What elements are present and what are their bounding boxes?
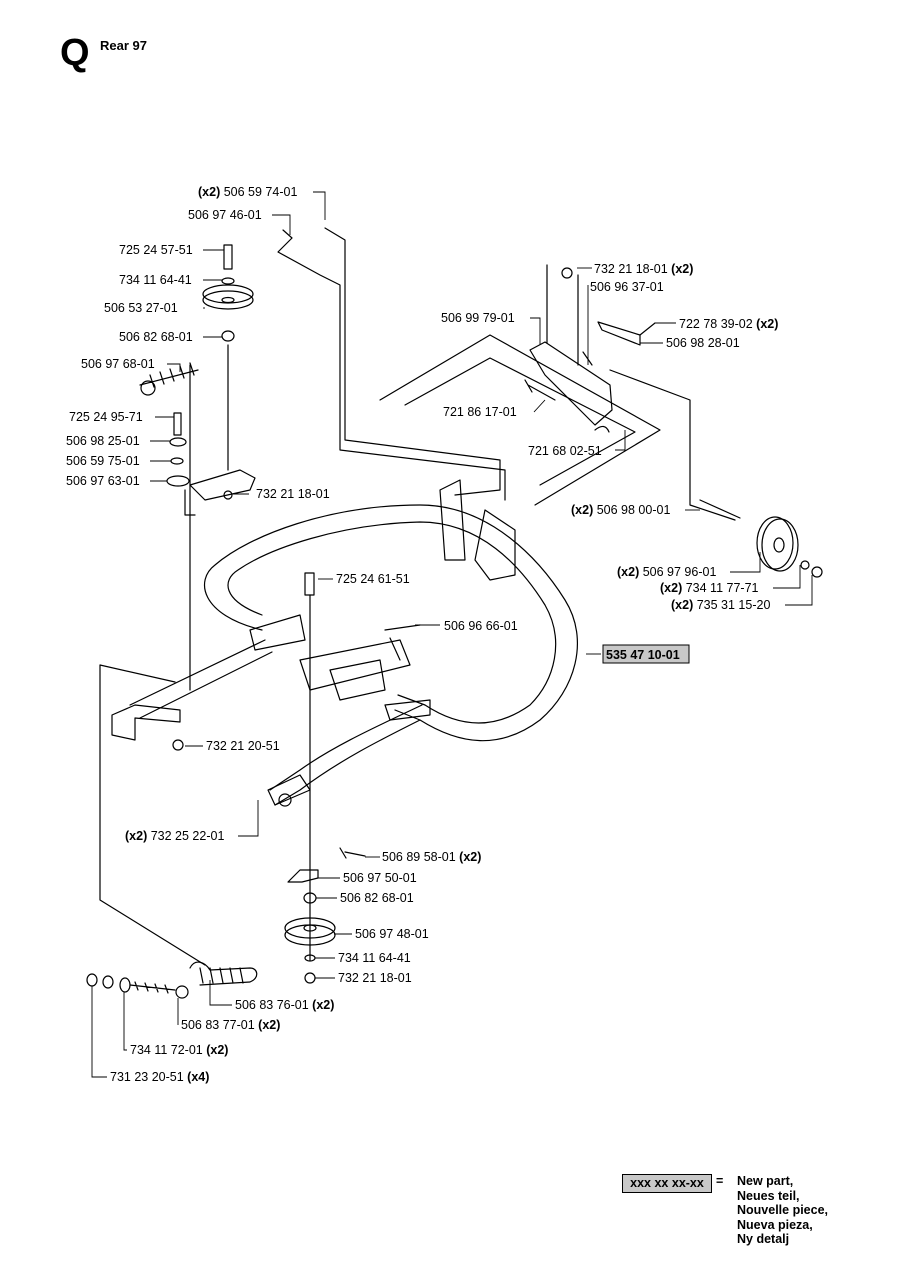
part-label: 721 68 02-51: [528, 444, 602, 458]
part-label: 725 24 61-51: [336, 572, 410, 586]
part-label: 506 96 66-01: [444, 619, 518, 633]
part-label: 732 21 18-01: [256, 487, 330, 501]
part-label: 506 83 76-01 (x2): [235, 998, 334, 1012]
bracket-lower: [287, 869, 319, 883]
part-label: (x2) 506 97 96-01: [617, 565, 716, 579]
bolt-mid: [173, 412, 182, 436]
legend-line: Nueva pieza,: [737, 1217, 813, 1232]
part-label: 506 99 79-01: [441, 311, 515, 325]
bottom-spring: [189, 961, 258, 986]
nut-mid: [223, 490, 233, 500]
part-label: 506 97 46-01: [188, 208, 262, 222]
pin: [524, 379, 556, 401]
nut-bracket: [561, 267, 573, 279]
frame-upright: [439, 479, 516, 581]
part-label: (x2) 732 25 22-01: [125, 829, 224, 843]
part-label: 506 97 68-01: [81, 357, 155, 371]
washer-bottom-2: [102, 975, 114, 989]
legend-line: Ny detalj: [737, 1232, 790, 1246]
part-label: 506 59 75-01: [66, 454, 140, 468]
pulley-top: [202, 284, 254, 310]
part-label: 732 21 20-51: [206, 739, 280, 753]
part-label: 506 97 50-01: [343, 871, 417, 885]
spring-eye: [140, 380, 156, 396]
spring-top: [139, 362, 199, 388]
control-rod: [324, 227, 501, 496]
wheel: [756, 516, 799, 572]
part-label: 506 82 68-01: [119, 330, 193, 344]
part-label: 725 24 57-51: [119, 243, 193, 257]
part-label: (x2) 506 98 00-01: [571, 503, 670, 517]
part-label: 506 98 25-01: [66, 434, 140, 448]
part-label: 506 97 48-01: [355, 927, 429, 941]
legend-line: Nouvelle piece,: [737, 1203, 829, 1217]
washer-mid-2: [170, 457, 184, 465]
control-rod-2: [277, 229, 506, 501]
part-label-new: 535 47 10-01: [606, 648, 680, 662]
legend-line: Neues teil,: [737, 1188, 800, 1203]
washer-mid-1: [169, 437, 187, 447]
bolt-lower: [304, 572, 315, 596]
legend-equals: =: [716, 1174, 724, 1188]
part-label: 722 78 39-02 (x2): [679, 317, 778, 331]
part-label: 506 53 27-01: [104, 301, 178, 315]
part-label: (x2) 734 11 77-71: [660, 581, 759, 595]
nut-bottom: [86, 973, 98, 987]
part-label: (x2) 506 59 74-01: [198, 185, 297, 199]
part-label: 721 86 17-01: [443, 405, 517, 419]
washer-top: [221, 277, 235, 285]
part-label: 734 11 64-41: [338, 951, 411, 965]
legend-lines: New part, Neues teil, Nouvelle piece, Nu…: [737, 1174, 828, 1247]
part-label: 732 21 18-01 (x2): [594, 262, 693, 276]
handle-frame: [129, 504, 578, 806]
wheel-washer: [800, 560, 810, 570]
washer-bottom: [119, 977, 131, 993]
part-labels: (x2) 506 59 74-01 506 97 46-01 725 24 57…: [66, 185, 778, 1084]
spacer-top: [221, 330, 235, 342]
section-letter: Q: [60, 32, 90, 74]
eyebolt: [129, 981, 176, 994]
lever: [384, 624, 421, 661]
part-label: 506 97 63-01: [66, 474, 140, 488]
legend-line: New part,: [737, 1174, 794, 1188]
plate-small: [597, 321, 641, 346]
bolt-top: [223, 244, 233, 270]
pulley-lower: [284, 917, 336, 946]
part-label: 734 11 72-01 (x2): [130, 1043, 228, 1057]
part-label: 506 98 28-01: [666, 336, 740, 350]
part-label: (x2) 735 31 15-20: [671, 598, 770, 612]
legend-swatch: xxx xx xx-xx: [622, 1174, 712, 1193]
part-label: 506 89 58-01 (x2): [382, 850, 481, 864]
frame-link: [379, 334, 661, 506]
left-bracket: [111, 704, 181, 741]
nut-lower: [304, 972, 316, 984]
nut-side: [278, 793, 292, 807]
part-label: 506 96 37-01: [590, 280, 664, 294]
bolt-side: [339, 847, 366, 859]
part-label: 506 82 68-01: [340, 891, 414, 905]
wedge-bracket: [529, 341, 613, 426]
new-part-highlight: [602, 644, 690, 664]
axle: [699, 499, 741, 519]
bracket-mid: [189, 469, 256, 501]
clip: [594, 425, 610, 433]
part-label: 506 83 77-01 (x2): [181, 1018, 280, 1032]
wheel-nut: [811, 566, 823, 578]
part-label: 734 11 64-41: [119, 273, 192, 287]
part-label: 732 21 18-01: [338, 971, 412, 985]
washer-mid-3: [166, 475, 190, 487]
section-title: Rear 97: [100, 38, 147, 53]
part-label: 725 24 95-71: [69, 410, 143, 424]
part-label: 731 23 20-51 (x4): [110, 1070, 209, 1084]
nut-frame: [172, 739, 184, 751]
screw-bracket: [582, 351, 593, 366]
